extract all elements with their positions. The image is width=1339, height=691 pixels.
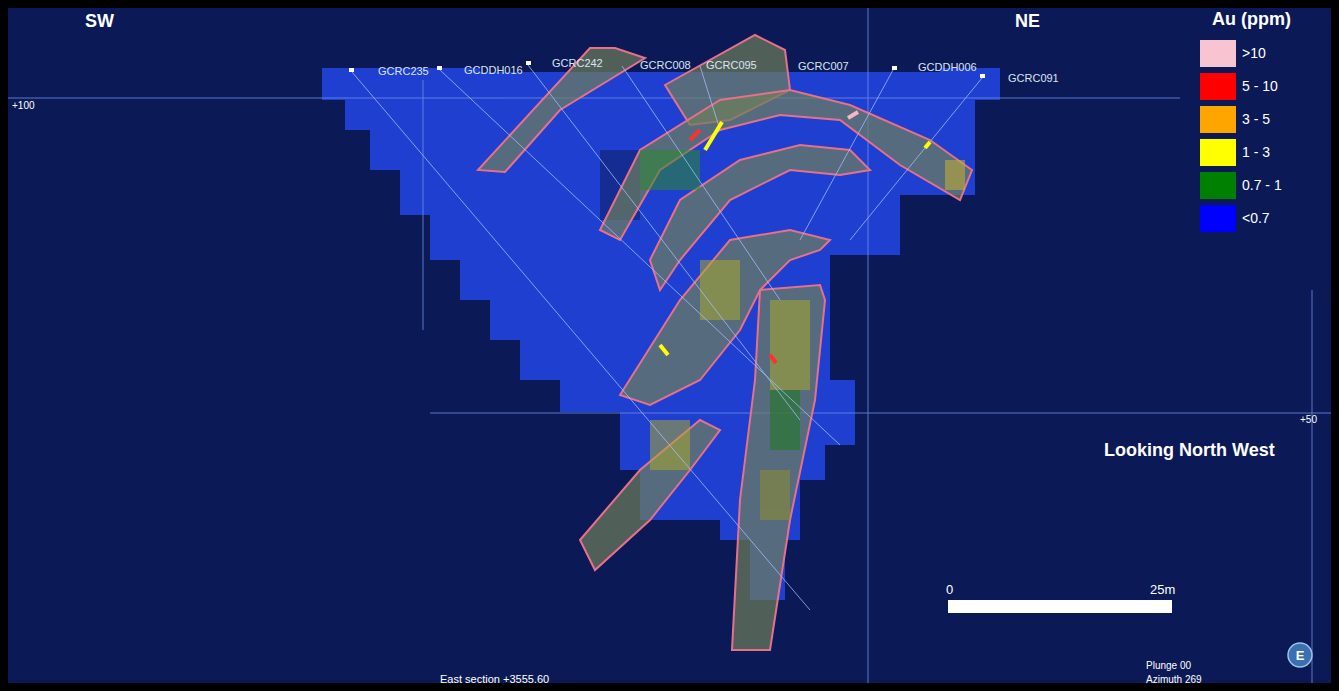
legend-text: >10 xyxy=(1242,46,1266,61)
legend-text: 5 - 10 xyxy=(1242,79,1278,94)
hole-id: GCDDH006 xyxy=(918,61,977,73)
legend-text: 3 - 5 xyxy=(1242,112,1270,127)
hole-id: GCRC008 xyxy=(640,59,691,71)
hole-id: GCRC095 xyxy=(706,59,757,71)
legend-swatch xyxy=(1200,73,1236,100)
hole-id: GCRC235 xyxy=(378,65,429,77)
scale-label: 0 xyxy=(946,583,953,597)
scale-label: 25m xyxy=(1150,583,1175,597)
direction-label: SW xyxy=(85,12,114,32)
legend-title: Au (ppm) xyxy=(1212,10,1291,30)
legend-text: 1 - 3 xyxy=(1242,145,1270,160)
legend-swatch xyxy=(1200,106,1236,133)
view-direction: Looking North West xyxy=(1104,441,1275,461)
badge-letter: E xyxy=(1296,648,1305,663)
section-label: East section +3555.60 xyxy=(440,673,549,685)
legend-swatch xyxy=(1200,172,1236,199)
legend-text: 0.7 - 1 xyxy=(1242,178,1282,193)
legend-swatch xyxy=(1200,205,1236,232)
hole-id: GCRC091 xyxy=(1008,72,1059,84)
view-param: Azimuth 269 xyxy=(1146,674,1202,685)
elevation-label: +50 xyxy=(1300,414,1317,425)
hole-id: GCRC007 xyxy=(798,60,849,72)
view-param: Plunge 00 xyxy=(1146,660,1191,671)
legend-text: <0.7 xyxy=(1242,211,1270,226)
hole-id: GCDDH016 xyxy=(464,64,523,76)
compass-badge: E xyxy=(1287,642,1313,668)
legend-swatch xyxy=(1200,139,1236,166)
elevation-label: +100 xyxy=(12,100,35,111)
legend-swatch xyxy=(1200,40,1236,67)
hole-id: GCRC242 xyxy=(552,57,603,69)
direction-label: NE xyxy=(1015,12,1040,32)
